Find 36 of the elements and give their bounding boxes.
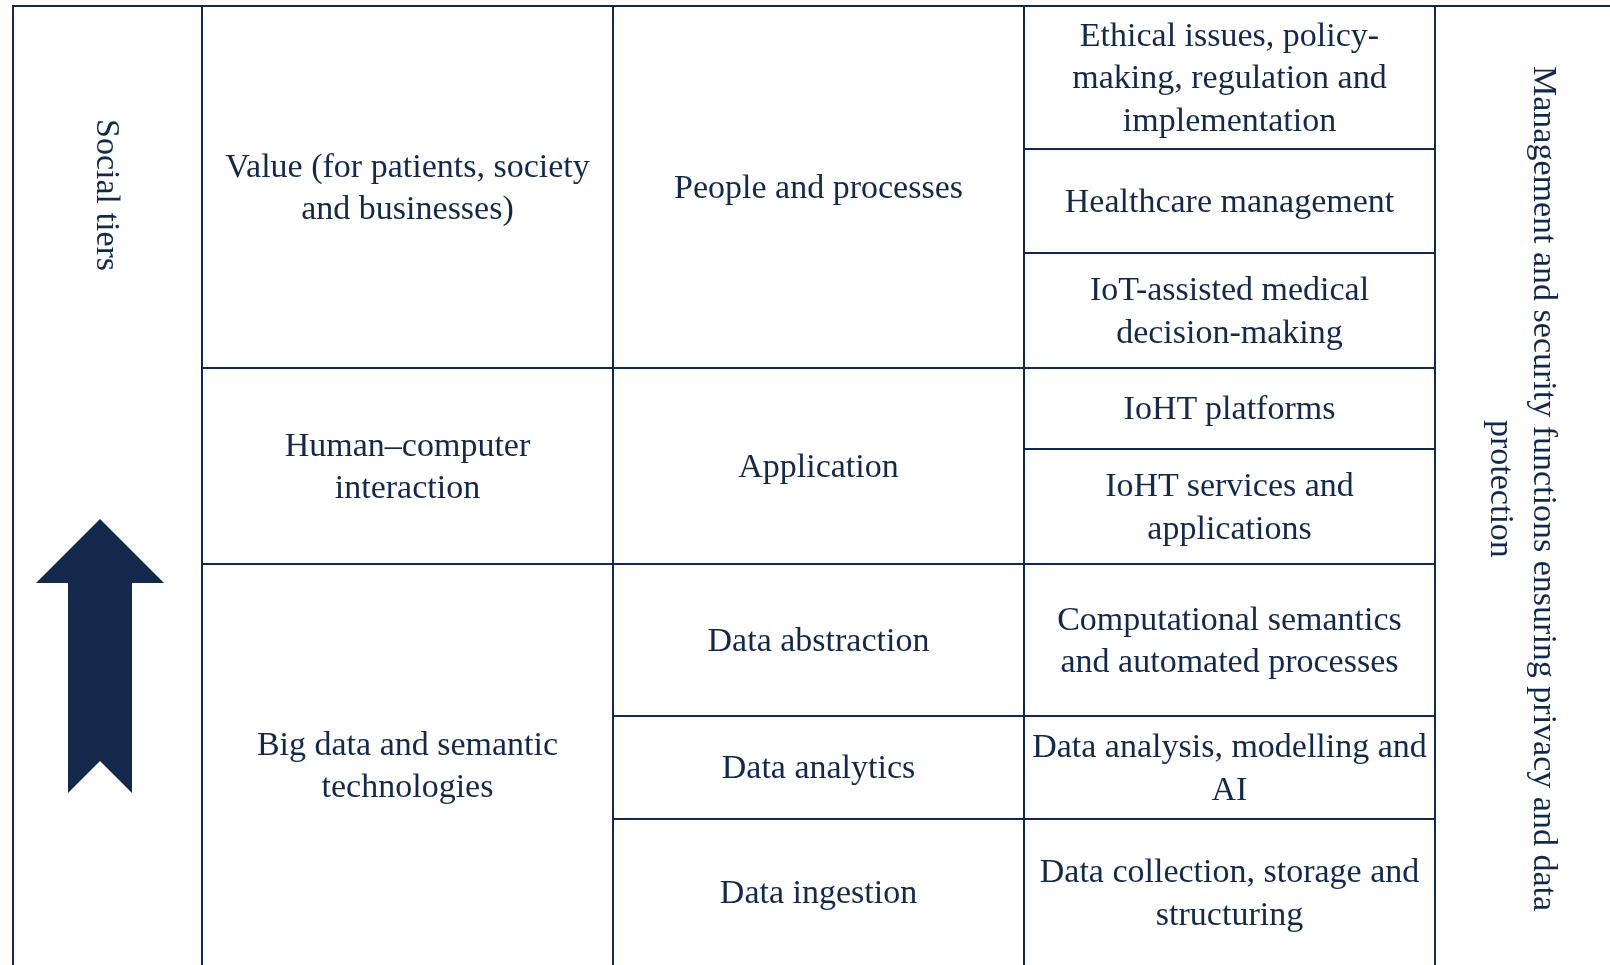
layer-cell xyxy=(1023,5,1434,148)
layer-label: Healthcare management xyxy=(1063,180,1396,221)
layer-label: Computational semantics and automated processes xyxy=(1056,598,1403,681)
layer-label: Data analytics xyxy=(720,747,917,788)
layer-label: Ethical issues, policy-making, regulation and implementation xyxy=(1071,14,1388,140)
layer-label: Data analysis, modelling and AI xyxy=(1031,726,1428,809)
layer-label: Data abstraction xyxy=(706,619,931,660)
layer-cell xyxy=(612,563,1023,715)
layer-label: IoHT platforms xyxy=(1122,388,1337,429)
side-band xyxy=(12,5,201,965)
layer-cell xyxy=(201,563,612,965)
layer-label: IoHT services and applications xyxy=(1104,465,1355,548)
layer-cell xyxy=(612,367,1023,563)
layer-label: People and processes xyxy=(673,166,964,207)
layer-label: Data ingestion xyxy=(718,872,919,913)
vertical-label: Social tiers xyxy=(88,119,128,272)
layer-cell xyxy=(612,715,1023,818)
layer-cell xyxy=(1023,563,1434,715)
layer-label: Value (for patients, society and businesses) xyxy=(224,145,591,228)
layer-label: Data collection, storage and structuring xyxy=(1038,851,1421,934)
layer-cell xyxy=(1023,367,1434,448)
layer-cell xyxy=(201,5,612,367)
layer-cell xyxy=(1023,448,1434,563)
layer-cell xyxy=(612,818,1023,965)
vertical-label: Management and security functions ensuring privacy and data protection xyxy=(1483,65,1565,913)
layer-label: Human–computer interaction xyxy=(283,424,532,507)
layer-cell xyxy=(1023,252,1434,367)
side-band xyxy=(1434,5,1610,965)
layer-cell xyxy=(612,5,1023,367)
layer-cell xyxy=(1023,715,1434,818)
layer-label: Application xyxy=(737,445,900,486)
layer-label: Big data and semantic technologies xyxy=(255,723,560,806)
layer-label: IoT-assisted medical decision-making xyxy=(1088,269,1371,352)
layer-cell xyxy=(1023,148,1434,252)
layer-cell xyxy=(1023,818,1434,965)
layer-cell xyxy=(201,367,612,563)
